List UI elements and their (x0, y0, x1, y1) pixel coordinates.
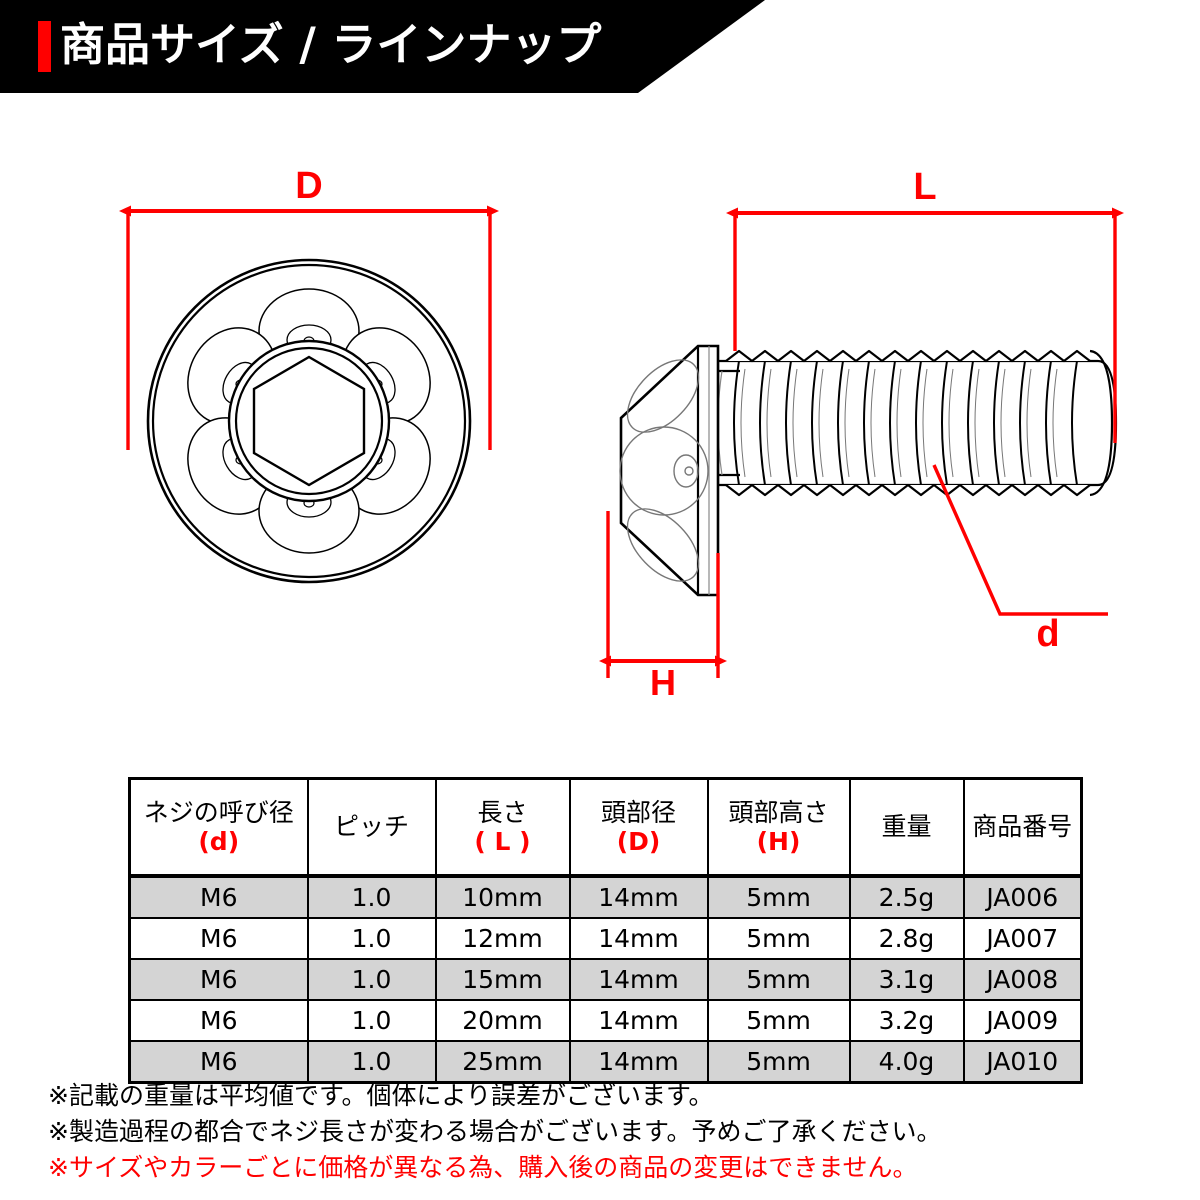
table-cell: 5mm (706, 875, 851, 919)
table-cell: 2.8g (848, 917, 965, 960)
table-row: M6 1.0 15mm 14mm 5mm 3.1g JA008 (128, 958, 1083, 1001)
table-cell: JA008 (962, 958, 1083, 1001)
bolt-side-view (619, 344, 1118, 597)
header-symbol-label: (D) (616, 827, 661, 856)
banner-background-shape (0, 0, 765, 93)
dimension-label-D: D (295, 165, 322, 207)
header-symbol-label: (d) (198, 827, 240, 856)
table-cell: 15mm (434, 958, 571, 1001)
header-main-label: 長さ (477, 797, 528, 827)
table-cell: 20mm (434, 999, 571, 1042)
table-cell: M6 (128, 917, 309, 960)
table-header-cell: 長さ ( L ) (434, 777, 571, 878)
diagram-svg: D (119, 165, 1124, 703)
table-cell: 14mm (568, 875, 709, 919)
head-dimple-group (187, 288, 431, 554)
table-header-cell: 商品番号 (962, 777, 1083, 878)
table-row: M6 1.0 10mm 14mm 5mm 2.5g JA006 (128, 875, 1083, 919)
header-main-label: 頭部径 (600, 797, 676, 827)
dimension-L: L (726, 166, 1124, 443)
header-banner: 商品サイズ / ラインナップ (0, 0, 1200, 93)
table-header-cell: ピッチ (306, 777, 437, 878)
table-cell: 1.0 (306, 958, 437, 1001)
table-cell: M6 (128, 999, 309, 1042)
dimension-d: d (932, 464, 1108, 655)
specification-table-container: ネジの呼び径 (d) ピッチ 長さ ( L ) 頭部径 (D) 頭部高さ (H) (128, 777, 1083, 1084)
table-cell: 5mm (706, 1040, 851, 1084)
dimension-label-L: L (913, 166, 936, 208)
header-symbol-label: ( L ) (474, 827, 531, 856)
header-symbol-label: (H) (756, 827, 801, 856)
table-cell: 1.0 (306, 875, 437, 919)
table-cell: 3.1g (848, 958, 965, 1001)
table-row: M6 1.0 20mm 14mm 5mm 3.2g JA009 (128, 999, 1083, 1042)
dimension-label-d: d (1036, 613, 1059, 655)
table-cell: 1.0 (306, 917, 437, 960)
header-main-label: 頭部高さ (728, 797, 829, 827)
table-cell: JA010 (962, 1040, 1083, 1084)
page-title: 商品サイズ / ラインナップ (60, 18, 602, 71)
footnote-item: ※記載の重量は平均値です。個体により誤差がございます。 (48, 1081, 714, 1110)
table-cell: 3.2g (848, 999, 965, 1042)
table-header-cell: 頭部径 (D) (568, 777, 709, 878)
table-cell: 14mm (568, 958, 709, 1001)
table-row: M6 1.0 25mm 14mm 5mm 4.0g JA010 (128, 1040, 1083, 1084)
table-header-cell: ネジの呼び径 (d) (128, 777, 309, 878)
product-dimension-diagram: D (0, 93, 1200, 753)
table-cell: 5mm (706, 958, 851, 1001)
table-cell: 10mm (434, 875, 571, 919)
footnote-item: ※製造過程の都合でネジ長さが変わる場合がございます。予めご了承ください。 (48, 1117, 942, 1146)
table-cell: 14mm (568, 1040, 709, 1084)
header-main-label: 商品番号 (972, 812, 1073, 842)
bolt-head-top-view (146, 258, 472, 584)
table-cell: 2.5g (848, 875, 965, 919)
table-cell: M6 (128, 958, 309, 1001)
hex-socket (252, 355, 366, 487)
table-cell: 4.0g (848, 1040, 965, 1084)
table-cell: JA006 (962, 875, 1083, 919)
dimension-H: H (599, 511, 727, 703)
table-cell: 12mm (434, 917, 571, 960)
table-cell: M6 (128, 1040, 309, 1084)
table-cell: M6 (128, 875, 309, 919)
table-cell: 1.0 (306, 1040, 437, 1084)
threaded-shaft (716, 349, 1118, 497)
header-main-label: 重量 (881, 812, 932, 842)
table-cell: JA009 (962, 999, 1083, 1042)
table-cell: JA007 (962, 917, 1083, 960)
table-header-row: ネジの呼び径 (d) ピッチ 長さ ( L ) 頭部径 (D) 頭部高さ (H) (128, 777, 1083, 878)
dimension-label-H: H (650, 662, 676, 703)
table-row: M6 1.0 12mm 14mm 5mm 2.8g JA007 (128, 917, 1083, 960)
table-cell: 14mm (568, 999, 709, 1042)
table-header-cell: 頭部高さ (H) (706, 777, 851, 878)
specification-table: ネジの呼び径 (d) ピッチ 長さ ( L ) 頭部径 (D) 頭部高さ (H) (128, 777, 1083, 1084)
table-cell: 1.0 (306, 999, 437, 1042)
header-main-label: ピッチ (333, 812, 409, 842)
table-cell: 5mm (706, 917, 851, 960)
footnotes-block: ※記載の重量は平均値です。個体により誤差がございます。 ※製造過程の都合でネジ長… (48, 1078, 1158, 1186)
table-header-cell: 重量 (848, 777, 965, 878)
footnote-item: ※サイズやカラーごとに価格が異なる為、購入後の商品の変更はできません。 (48, 1153, 918, 1182)
header-accent-bar (38, 21, 51, 72)
dimension-D: D (119, 165, 499, 450)
table-cell: 5mm (706, 999, 851, 1042)
flange-head-profile (619, 344, 720, 597)
table-cell: 14mm (568, 917, 709, 960)
header-main-label: ネジの呼び径 (143, 797, 294, 827)
table-cell: 25mm (434, 1040, 571, 1084)
